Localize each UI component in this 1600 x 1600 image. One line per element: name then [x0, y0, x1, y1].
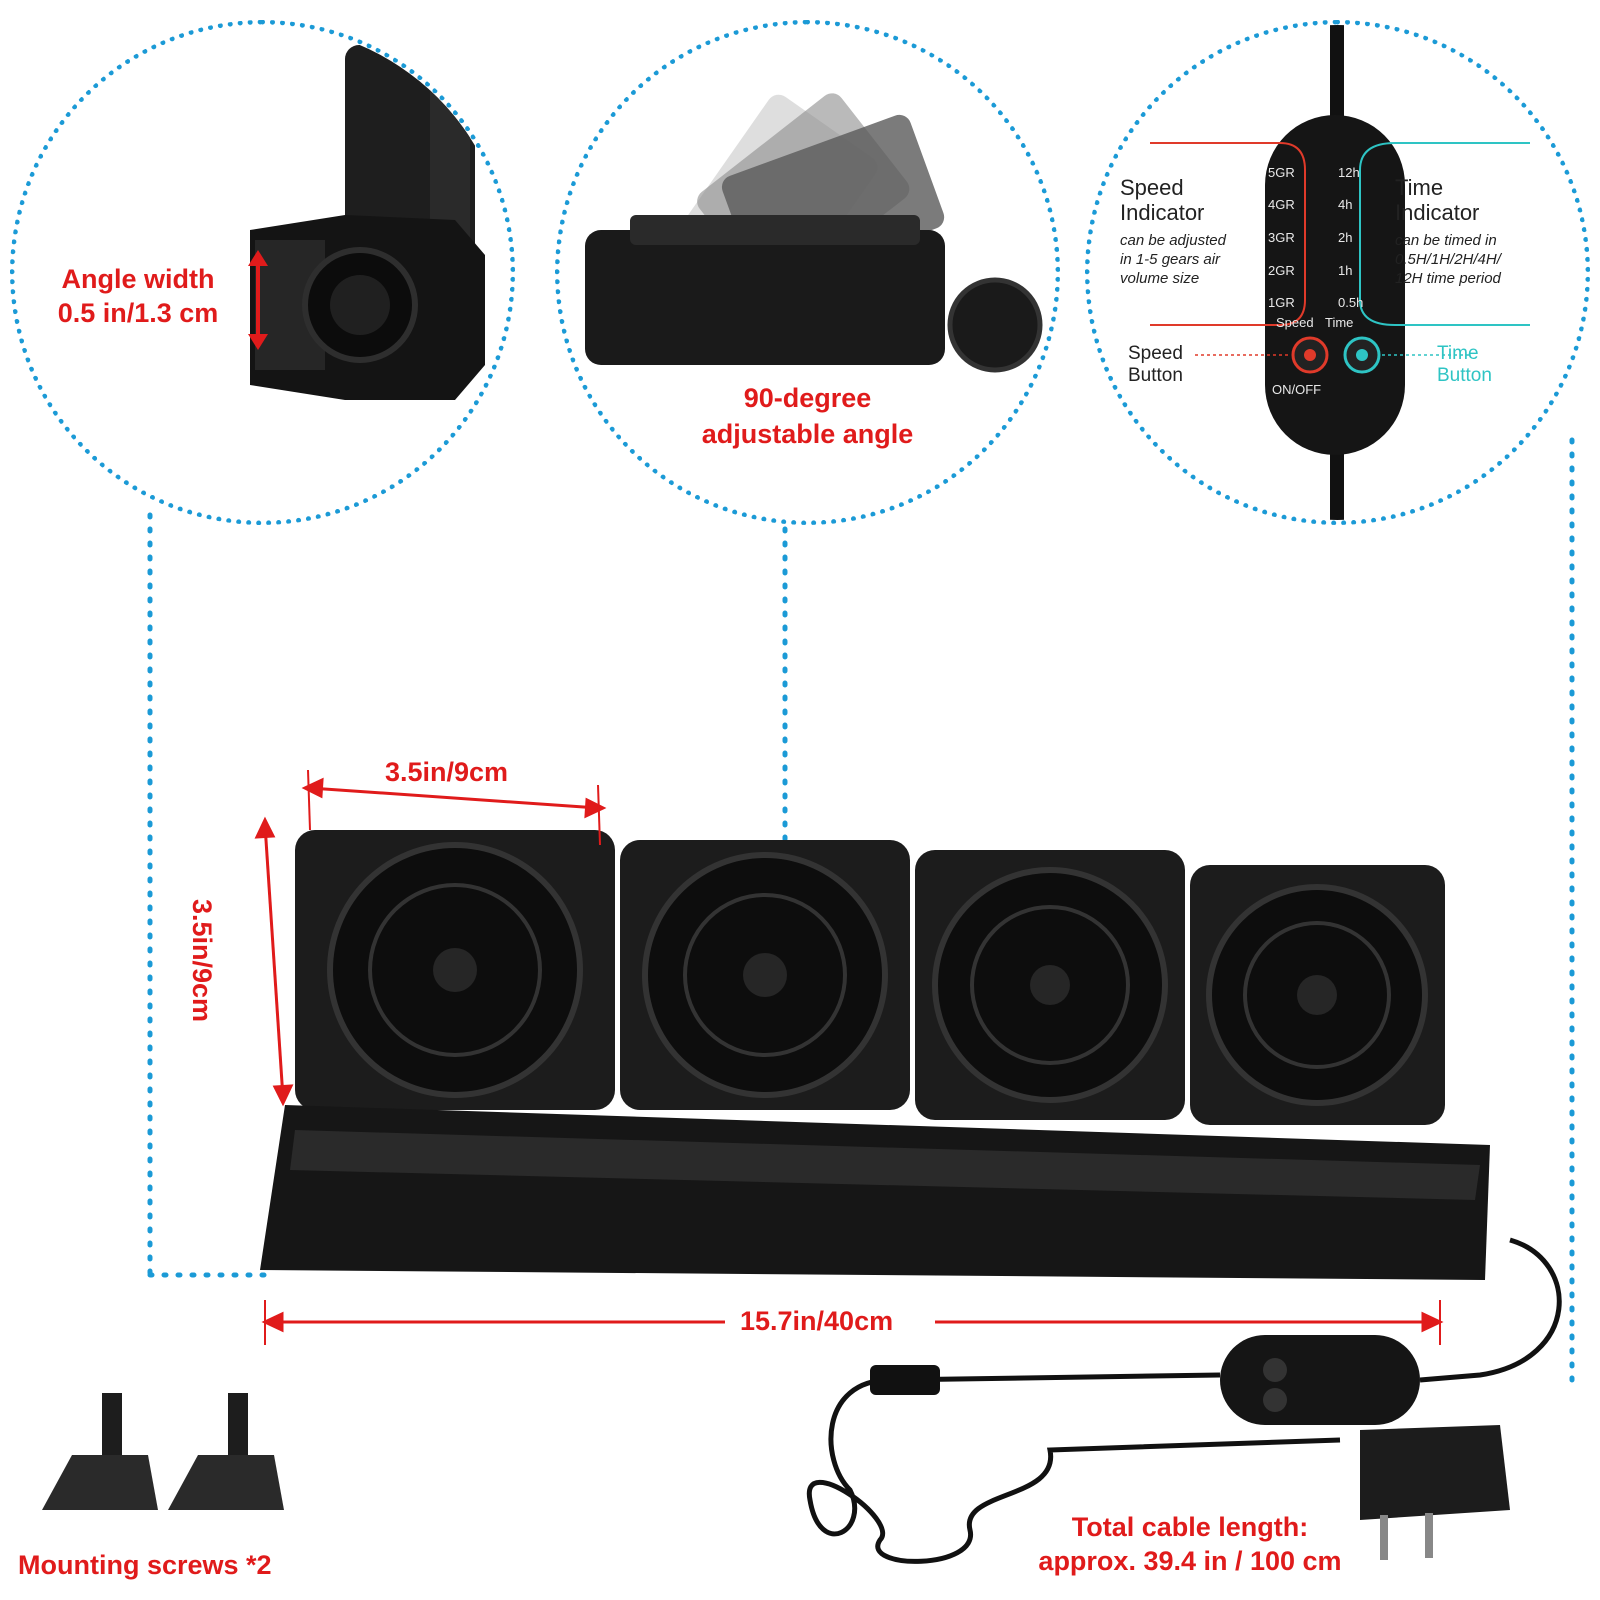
time-indicator-desc-3: 12H time period — [1395, 270, 1501, 287]
time-indicator-title-1: Time — [1395, 175, 1444, 200]
speed-level-2: 2GR — [1268, 263, 1295, 278]
screw-1 — [42, 1393, 158, 1510]
mounting-screws-label: Mounting screws *2 — [18, 1550, 272, 1580]
cable-connector — [870, 1365, 940, 1395]
inline-controller — [1220, 1335, 1420, 1425]
fan-height-label: 3.5in/9cm — [187, 898, 218, 1023]
time-level-1h: 1h — [1338, 263, 1353, 278]
width-arrow-head-left — [301, 777, 324, 799]
time-button-line1: Time — [1437, 343, 1479, 364]
angle-width-arrow — [248, 250, 268, 350]
mounting-screws-image — [42, 1393, 284, 1510]
angle-width-line1: Angle width — [61, 264, 215, 294]
fan-width-label: 3.5in/9cm — [385, 757, 509, 787]
fan-2 — [620, 840, 910, 1110]
time-indicator-desc-2: 0.5H/1H/2H/4H/ — [1395, 251, 1501, 268]
onoff-caption: ON/OFF — [1272, 382, 1322, 397]
adjustable-angle-line2: adjustable angle — [701, 419, 914, 449]
speed-indicator-block: Speed Indicator can be adjusted in 1-5 g… — [1120, 175, 1280, 288]
speed-level-5: 5GR — [1268, 165, 1295, 180]
screw-2 — [168, 1393, 284, 1510]
speed-level-3: 3GR — [1268, 230, 1295, 245]
time-button-line2: Button — [1437, 365, 1492, 386]
cable-length-line1: Total cable length: — [1071, 1512, 1309, 1542]
length-arrow-head-right — [1421, 1311, 1444, 1333]
controller-closeup — [1150, 25, 1530, 520]
speed-indicator-desc-1: can be adjusted — [1120, 232, 1226, 249]
time-indicator-block: Time Indicator can be timed in 0.5H/1H/2… — [1395, 175, 1565, 288]
fan-4 — [1190, 865, 1445, 1125]
speed-indicator-title-2: Indicator — [1120, 200, 1205, 225]
controller-circle: Speed Indicator can be adjusted in 1-5 g… — [1085, 20, 1590, 525]
speed-indicator-desc-2: in 1-5 gears air — [1120, 251, 1221, 268]
time-indicator-desc-1: can be timed in — [1395, 232, 1497, 249]
power-adapter — [1360, 1425, 1510, 1520]
length-arrow-head-left — [261, 1311, 284, 1333]
adjustable-angle-circle: 90-degree adjustable angle — [555, 20, 1060, 525]
adjustable-angle-label: 90-degree adjustable angle — [640, 380, 975, 452]
height-arrow-line — [263, 824, 285, 1099]
speed-indicator-title-1: Speed — [1120, 175, 1184, 200]
tilting-fan-image — [585, 93, 1043, 373]
speed-button-line1: Speed — [1128, 343, 1183, 364]
fans — [295, 830, 1445, 1125]
height-arrow-head-top — [254, 816, 276, 839]
fan-1 — [295, 830, 615, 1110]
speed-level-4: 4GR — [1268, 197, 1295, 212]
bracket-closeup — [250, 45, 485, 400]
cable-length-line2: approx. 39.4 in / 100 cm — [1038, 1546, 1342, 1576]
speed-caption: Speed — [1276, 315, 1314, 330]
speed-button-line2: Button — [1128, 365, 1183, 386]
time-level-05h: 0.5h — [1338, 295, 1364, 310]
time-indicator-title-2: Indicator — [1395, 200, 1480, 225]
time-level-4h: 4h — [1338, 197, 1353, 212]
cable-assembly — [806, 1237, 1562, 1564]
fan-3 — [915, 850, 1185, 1120]
total-length-label: 15.7in/40cm — [740, 1306, 894, 1336]
time-button-label: Time Button — [1437, 343, 1492, 387]
width-arrow-line — [309, 786, 599, 810]
angle-width-circle — [10, 20, 515, 525]
fan-bar-product — [260, 830, 1490, 1280]
speed-level-1: 1GR — [1268, 295, 1295, 310]
time-level-2h: 2h — [1338, 230, 1353, 245]
height-arrow-head-bottom — [272, 1084, 294, 1107]
speed-button-label: Speed Button — [1128, 343, 1183, 387]
angle-width-line2: 0.5 in/1.3 cm — [57, 298, 219, 328]
time-caption: Time — [1325, 315, 1354, 330]
cable-length-label: Total cable length: approx. 39.4 in / 10… — [1000, 1510, 1380, 1578]
time-level-12h: 12h — [1338, 165, 1360, 180]
angle-width-label: Angle width 0.5 in/1.3 cm — [38, 262, 238, 330]
width-arrow-head-right — [584, 797, 607, 819]
speed-indicator-desc-3: volume size — [1120, 270, 1200, 287]
adjustable-angle-line1: 90-degree — [743, 383, 872, 413]
